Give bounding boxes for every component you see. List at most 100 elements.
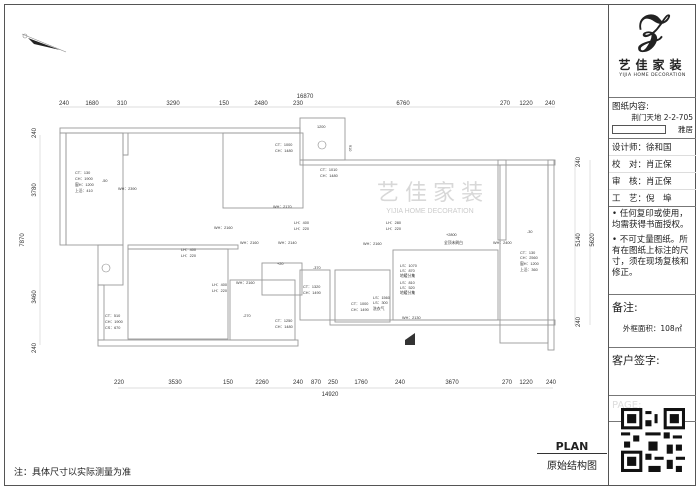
annotation: CH：1900 — [75, 177, 93, 181]
dim-bottom: 2260 — [255, 380, 269, 386]
annotation: 洗衣气 — [373, 306, 385, 311]
annotation: LH：220 — [212, 289, 227, 293]
dim-bottom: 150 — [223, 380, 234, 386]
annotation: LH：220 — [386, 227, 401, 231]
logo-mark-icon: 𝒵 — [637, 6, 668, 53]
annotation: WH：2130 — [402, 316, 421, 320]
dim-top: 2480 — [254, 101, 268, 107]
dim-left: 240 — [32, 342, 38, 353]
dim-top-total: 16870 — [297, 94, 314, 100]
dim-bath-height: 910 — [348, 145, 352, 151]
dim-right: 5140 — [576, 233, 582, 247]
dim-bottom: 1220 — [519, 380, 533, 386]
content-label: 图纸内容: — [612, 102, 649, 112]
annotation: CH：1490 — [303, 291, 321, 295]
designer: 设计师：徐和国 — [609, 139, 696, 156]
dim-top: 230 — [293, 101, 304, 107]
area-value: 外框面积：108㎡ — [622, 324, 683, 333]
drawing-title: 原始结构图 — [547, 461, 597, 472]
checker: 校 对：肖正保 — [609, 156, 696, 173]
annotation: CS：670 — [105, 326, 120, 330]
watermark-en: YIJIA HOME DECORATION — [386, 208, 473, 215]
annotation: WH：2160 — [236, 281, 255, 285]
annotation: 全顶未刷白 — [444, 240, 463, 245]
level-mark: -50 — [102, 179, 108, 183]
dimension-left: 240 3780 7870 3460 240 — [20, 127, 38, 353]
annotation: 上沿：410 — [75, 188, 93, 193]
dim-left: 3780 — [32, 183, 38, 197]
annotation: LS：810 — [400, 281, 415, 285]
stair-icon — [405, 333, 415, 345]
dim-top: 310 — [117, 101, 128, 107]
annotation: LH：400 — [212, 283, 227, 287]
annotation: LS：1560 — [373, 296, 390, 300]
annotation: LS：300 — [373, 301, 388, 305]
annotation: CH：1480 — [275, 149, 293, 153]
dim-top: 270 — [500, 101, 511, 107]
signature-label: 客户签字: — [612, 354, 660, 367]
annotation: LS：870 — [400, 269, 415, 273]
annotation: WH：2390 — [118, 187, 137, 191]
remarks-label: 备注: — [612, 301, 638, 314]
title-block: PLAN 原始结构图 — [537, 440, 607, 472]
level-mark: +2800 — [446, 233, 457, 237]
dim-bottom: 240 — [395, 380, 406, 386]
dim-bottom: 270 — [502, 380, 513, 386]
annotation: CT：130 — [520, 251, 535, 255]
annotation: 地暖分集 — [400, 290, 415, 295]
annotation: CT：130 — [75, 171, 90, 175]
annotation: 上沿：360 — [520, 267, 538, 272]
reviewer: 审 核：肖正保 — [609, 173, 696, 190]
dim-bottom: 220 — [114, 380, 125, 386]
walls — [39, 106, 591, 389]
dim-left: 240 — [32, 127, 38, 138]
annotation: WH：2400 — [493, 241, 512, 245]
notice-measure: • 不可丈量图纸。所有在图纸上标注的尺寸，须在现场复核和修正。 — [612, 235, 689, 278]
footnote: 注：具体尺寸以实际测量为准 — [14, 468, 132, 478]
annotation: WH：2160 — [214, 226, 233, 230]
annotation: WH：2140 — [278, 241, 297, 245]
dimension-top: 16870 240 1680 310 3290 150 2480 230 676… — [59, 94, 556, 107]
dim-bath-width: 1200 — [317, 125, 325, 129]
annotation: 窗H：1200 — [75, 182, 94, 187]
watermark-cn: 艺 佳 家 装 — [377, 180, 483, 205]
room-annotations: CT：130 CH：1900 窗H：1200 上沿：410 -50 WH：239… — [75, 143, 539, 330]
annotation: WH：2170 — [273, 205, 292, 209]
annotation: CH：1480 — [275, 325, 293, 329]
annotation: LH：220 — [294, 227, 309, 231]
annotation: CT：1320 — [303, 285, 320, 289]
project-name: 荆门天地 2-2-705 — [631, 113, 693, 122]
annotation: CH：2560 — [520, 256, 538, 260]
dim-bottom: 240 — [293, 380, 304, 386]
dimension-bottom: 220 3530 150 2260 240 870 250 1760 240 3… — [114, 380, 557, 398]
dim-top: 240 — [59, 101, 70, 107]
dimension-right: 240 5140 5620 240 — [576, 156, 596, 327]
dim-top: 150 — [219, 101, 230, 107]
annotation: WH：2160 — [240, 241, 259, 245]
annotation: CH：1480 — [320, 174, 338, 178]
qr-code-icon — [621, 408, 685, 472]
annotation: CH：1900 — [105, 320, 123, 324]
dim-bottom: 870 — [311, 380, 322, 386]
annotation: LH：220 — [181, 254, 196, 258]
dim-bottom: 3530 — [168, 380, 182, 386]
dim-top: 1680 — [85, 101, 99, 107]
dim-bottom-total: 14920 — [322, 392, 339, 398]
level-mark: -270 — [243, 314, 251, 318]
annotation: LH：400 — [181, 248, 196, 252]
dim-bottom: 1760 — [354, 380, 368, 386]
level-mark: -370 — [313, 266, 321, 270]
level-mark: -30 — [527, 230, 533, 234]
logo-en: YIJIA HOME DECORATION — [619, 73, 686, 78]
drawing-frame — [4, 4, 696, 486]
annotation: LH：280 — [386, 221, 401, 225]
style-field — [612, 125, 666, 134]
floor-drain-icon — [101, 263, 111, 273]
level-mark: +20 — [277, 262, 283, 266]
annotation: CT：1250 — [275, 319, 292, 323]
dim-top: 6760 — [396, 101, 410, 107]
plan-label: PLAN — [537, 440, 607, 454]
dim-top: 240 — [545, 101, 556, 107]
dim-bottom: 3670 — [445, 380, 459, 386]
